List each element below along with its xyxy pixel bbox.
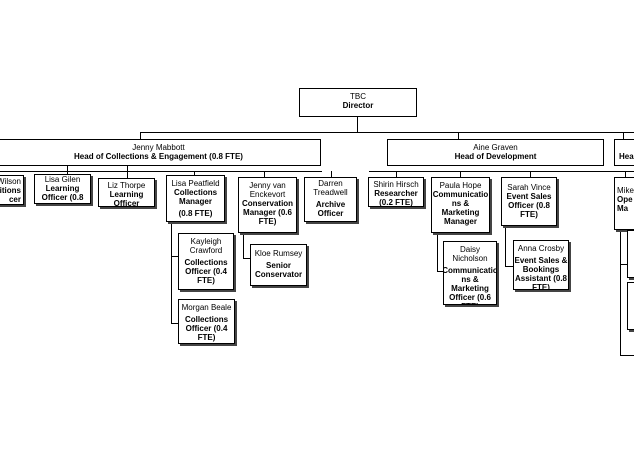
connector-line [127,166,128,178]
org-node-lisa-gilen: Lisa Gilen Learning Officer (0.8 FTE) [34,174,91,204]
org-node-right-head: Hea [614,139,634,166]
node-name: Kloe Rumsey [254,249,303,258]
node-name: Paula Hope [439,181,482,190]
node-name: Kayleigh Crawford [189,237,223,255]
node-title: Archive Officer [315,200,346,218]
connector-line [623,132,624,139]
connector-line [140,132,634,133]
org-node-jenny-mabbott: Jenny Mabbott Head of Collections & Enga… [0,139,321,166]
node-title: Communicatio ns & Marketing Manager [432,190,489,226]
node-title: itions cer [0,186,21,204]
node-title: Collections Officer (0.4 FTE) [184,315,229,342]
node-name: Lisa Peatfield [171,179,220,188]
connector-line [331,171,332,177]
node-title: Conservation Manager (0.6 FTE) [241,199,294,226]
node-name: Sarah Vince [507,183,551,192]
connector-line [194,171,195,175]
org-node-shirin-hirsch: Shirin Hirsch Researcher (0.2 FTE) [368,177,424,207]
node-title: Communicatio ns & Marketing Officer (0.6… [443,266,497,304]
org-node-mike: Mike Ope Ma [614,177,634,230]
node-title: Learning Officer (0.8 FTE) [41,184,84,203]
org-node-lisa-peatfield: Lisa Peatfield Collections Manager (0.8 … [166,175,225,222]
connector-line [243,258,250,259]
node-name: Shirin Hirsch [373,180,419,189]
node-fte: (0.8 FTE) [178,209,213,218]
connector-line [0,171,322,172]
node-title: Senior Conservator [254,261,303,279]
connector-line [67,166,68,174]
connector-line [460,171,461,177]
connector-line [171,221,172,324]
connector-line [171,256,179,257]
connector-line [171,323,179,324]
node-name: Wilson [0,177,21,186]
node-name: Jenny Mabbott [132,143,185,152]
connector-line [620,230,621,356]
connector-line [264,171,265,177]
connector-line [458,132,459,139]
org-node-liz-thorpe: Liz Thorpe Learning Officer [98,178,155,207]
connector-line [505,226,506,266]
connector-line [530,171,531,177]
node-name: Lisa Gilen [44,175,81,184]
org-node-darren-treadwell: Darren Treadwell Archive Officer [304,177,357,222]
node-name: Anna Crosby [517,244,565,253]
connector-line [396,171,397,177]
node-title: Learning Officer [109,190,144,207]
org-node-anna-crosby: Anna Crosby Event Sales & Bookings Assis… [513,240,569,290]
node-name: Daisy Nicholson [452,245,488,263]
org-node-director: TBC Director [299,88,417,117]
connector-line [437,271,444,272]
connector-line [243,233,244,258]
org-node-partial [627,282,634,330]
node-name: Liz Thorpe [107,181,146,190]
org-node-daisy-nicholson: Daisy Nicholson Communicatio ns & Market… [443,241,497,305]
org-node-morgan-beale: Morgan Beale Collections Officer (0.4 FT… [178,299,235,344]
node-title: Event Sales & Bookings Assistant (0.8 FT… [514,256,568,290]
connector-line [140,132,141,139]
node-title: Director [342,101,374,110]
org-node-paula-hope: Paula Hope Communicatio ns & Marketing M… [431,177,490,233]
org-node-kayleigh-crawford: Kayleigh Crawford Collections Officer (0… [178,233,234,290]
node-title: Head of Development [454,152,537,161]
node-name: Jenny van Enckevort [249,181,286,199]
connector-line [369,171,634,172]
connector-line [357,116,358,132]
node-title: Collections Officer (0.4 FTE) [184,258,228,285]
connector-line [505,266,514,267]
node-name: Darren Treadwell [313,179,348,197]
connector-line [620,355,634,356]
node-title: Collections Manager [173,188,218,206]
node-title: Hea [619,152,634,161]
org-node-kloe-rumsey: Kloe Rumsey Senior Conservator [250,244,307,286]
org-node-aine-graven: Aine Graven Head of Development [387,139,604,166]
node-name: Aine Graven [473,143,518,152]
connector-line [625,171,626,177]
node-name: TBC [350,92,366,101]
org-node-partial [627,230,634,278]
org-node-sarah-vince: Sarah Vince Event Sales Officer (0.8 FTE… [501,177,557,226]
node-name: Morgan Beale [181,303,232,312]
node-name: Mike [617,186,634,195]
org-node-jenny-van-enckevort: Jenny van Enckevort Conservation Manager… [238,177,297,233]
node-title: Event Sales Officer (0.8 FTE) [506,192,552,219]
connector-line [437,233,438,271]
node-title: Ope Ma [617,195,633,213]
node-title: Researcher (0.2 FTE) [374,189,418,207]
node-title: Head of Collections & Engagement (0.8 FT… [74,152,243,161]
org-node-wilson: Wilson itions cer [0,175,24,205]
